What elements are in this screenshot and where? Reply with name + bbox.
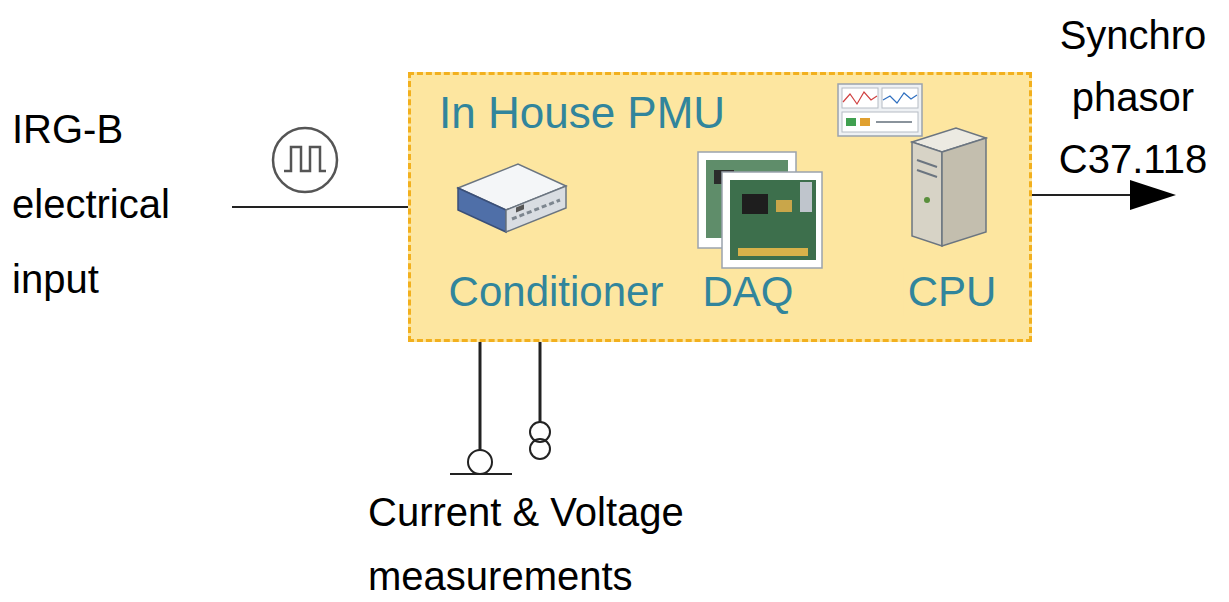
thumbnail-indicator xyxy=(860,118,870,126)
box-port xyxy=(516,204,524,212)
card-board xyxy=(730,180,816,260)
thumbnail-pane xyxy=(842,88,878,108)
drive-bay xyxy=(917,160,937,167)
tower-side xyxy=(942,138,986,246)
input-label: IRG-B electrical input xyxy=(12,92,212,317)
card-chip xyxy=(742,194,768,214)
software-thumbnail xyxy=(838,84,922,136)
box-ports xyxy=(512,200,560,219)
square-wave xyxy=(284,147,326,171)
card-edge-connector xyxy=(738,248,808,256)
box-side xyxy=(506,186,566,232)
thumbnail-indicator xyxy=(846,118,856,126)
box-front xyxy=(458,188,506,232)
thumbnail-text xyxy=(876,121,912,123)
card-bracket xyxy=(800,182,812,212)
signal-connector xyxy=(568,195,697,197)
daq-cards-icon xyxy=(698,152,822,268)
output-label: Synchro phasor C37.118 xyxy=(1040,4,1226,190)
power-led xyxy=(924,197,930,203)
housing-title: In House PMU xyxy=(439,87,725,139)
drive-bay xyxy=(917,170,937,177)
cpu-tower-icon xyxy=(912,128,986,246)
current-transformer-symbol xyxy=(468,450,492,474)
thumbnail-plot xyxy=(883,93,917,103)
voltage-transformer-coil xyxy=(530,439,550,459)
measurement-label: Current & Voltage measurements xyxy=(368,480,768,602)
signal-connector xyxy=(823,198,903,200)
pulse-symbol xyxy=(273,128,337,192)
part-label: CPU xyxy=(904,268,1001,316)
card-front xyxy=(722,172,822,268)
thumbnail-pane xyxy=(842,112,918,132)
thumbnail-pane xyxy=(882,88,918,108)
input-wire xyxy=(232,206,470,208)
output-line xyxy=(990,194,1132,196)
conditioner-icon xyxy=(458,164,566,232)
voltage-wire xyxy=(539,222,542,422)
tower-front xyxy=(912,142,942,246)
thumbnail-plot xyxy=(843,92,877,104)
current-wire xyxy=(479,222,482,450)
part-label: DAQ xyxy=(698,268,797,316)
current-transformer-bar xyxy=(450,473,512,475)
card-component xyxy=(776,200,792,212)
output-arrowhead xyxy=(1130,180,1176,210)
thumbnail-frame xyxy=(838,84,922,136)
part-label: Conditioner xyxy=(445,268,668,316)
